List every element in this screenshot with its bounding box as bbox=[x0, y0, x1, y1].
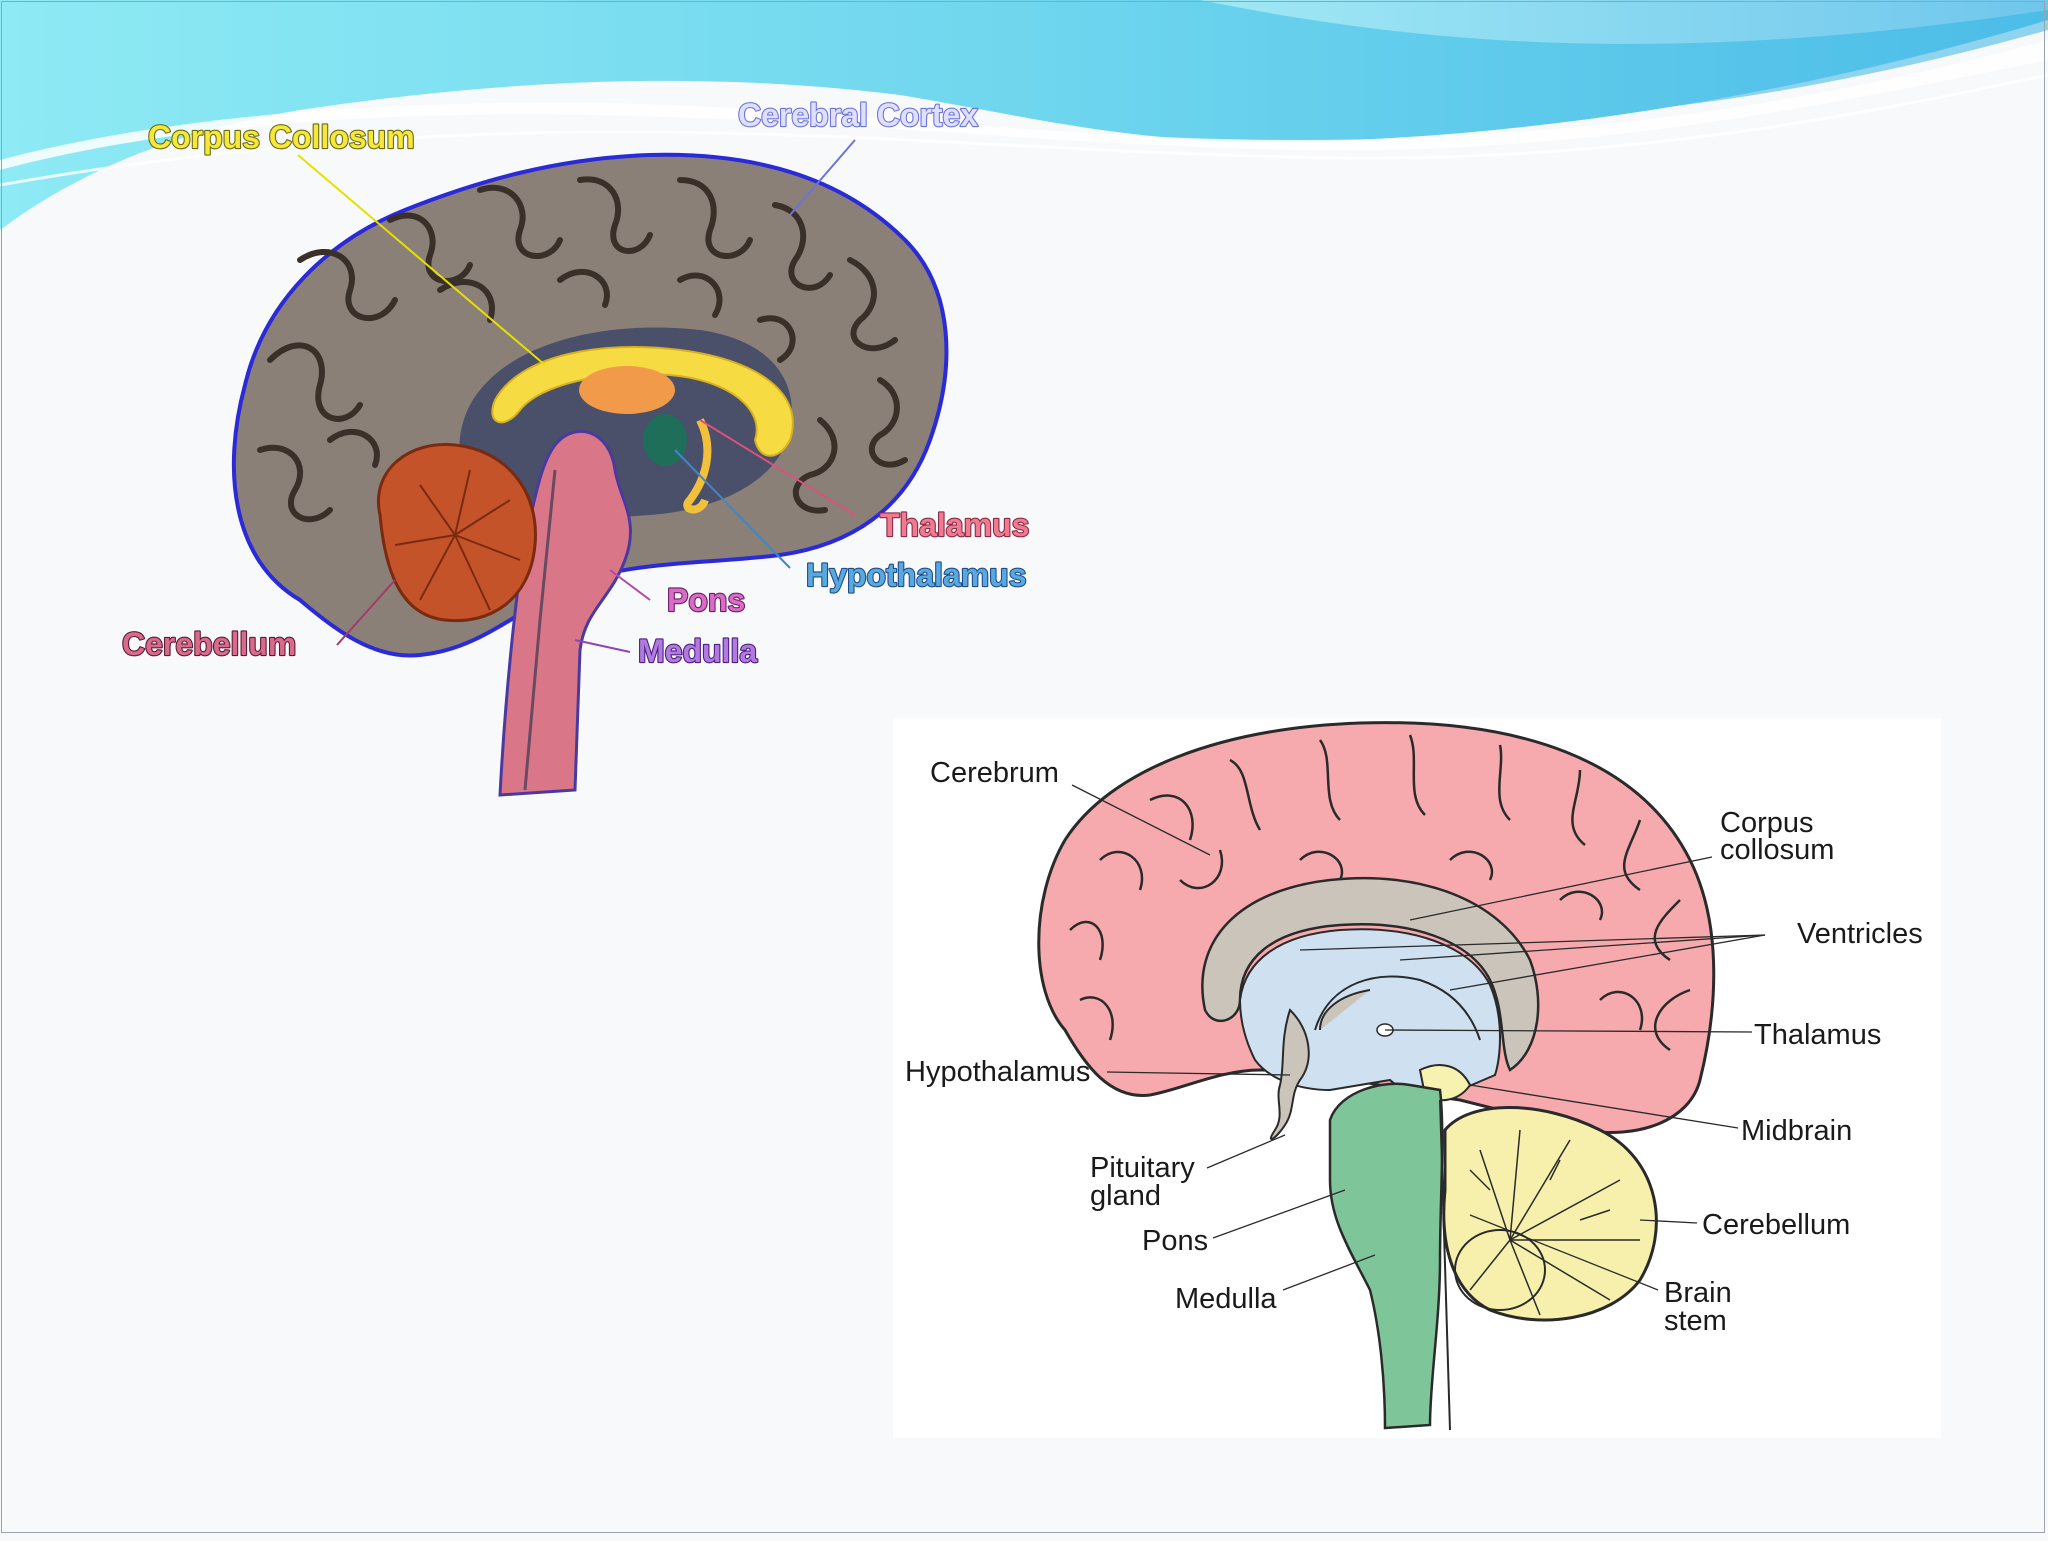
label-pituitary-line2: gland bbox=[1090, 1180, 1161, 1212]
cerebellum-sagittal-shape bbox=[1442, 1106, 1658, 1322]
label-cerebrum: Cerebrum bbox=[930, 757, 1059, 789]
label-thalamus-2: Thalamus bbox=[1754, 1019, 1881, 1051]
label-medulla-2: Medulla bbox=[1175, 1283, 1277, 1315]
label-corpus-line2: collosum bbox=[1720, 834, 1834, 866]
cerebellum-shape bbox=[377, 442, 537, 623]
label-corpus-line1: Corpus bbox=[1720, 807, 1814, 839]
label-cerebellum: Cerebellum bbox=[122, 626, 296, 662]
label-cerebellum-2: Cerebellum bbox=[1702, 1209, 1850, 1241]
gyri-lines bbox=[257, 176, 908, 523]
label-pons-2: Pons bbox=[1142, 1225, 1208, 1257]
corpus-collosum-shape bbox=[1201, 876, 1540, 1072]
label-medulla: Medulla bbox=[638, 633, 757, 669]
label-brainstem-line1: Brain bbox=[1664, 1277, 1732, 1309]
thalamus-shape bbox=[579, 366, 675, 414]
label-ventricles: Ventricles bbox=[1797, 918, 1923, 950]
corpus-callosum-shape bbox=[491, 346, 794, 457]
label-hypothalamus-2: Hypothalamus bbox=[905, 1056, 1090, 1088]
brain-diagram-sagittal: Cerebrum Corpus collosum Ventricles Thal… bbox=[893, 718, 1941, 1438]
label-thalamus: Thalamus bbox=[880, 507, 1029, 543]
label-corpus-collosum: Corpus Collosum bbox=[148, 119, 415, 155]
label-brainstem-line2: stem bbox=[1664, 1305, 1727, 1337]
label-midbrain: Midbrain bbox=[1741, 1115, 1852, 1147]
label-hypothalamus: Hypothalamus bbox=[806, 557, 1026, 593]
header-wave bbox=[0, 0, 2048, 230]
brain-diagram-colored: Corpus Collosum Cerebral Cortex Thalamus… bbox=[121, 96, 1030, 797]
cerebrum-sulci bbox=[1069, 734, 1691, 1052]
label-pons: Pons bbox=[667, 582, 745, 618]
hypothalamus-shape bbox=[643, 414, 687, 466]
diagram2-leader-lines bbox=[1071, 784, 1766, 1291]
ventricles-shape bbox=[1238, 928, 1501, 1096]
label-cerebral-cortex: Cerebral Cortex bbox=[738, 97, 978, 133]
label-pituitary-line1: Pituitary bbox=[1090, 1152, 1195, 1184]
brainstem-sagittal-shape bbox=[1328, 1082, 1444, 1430]
